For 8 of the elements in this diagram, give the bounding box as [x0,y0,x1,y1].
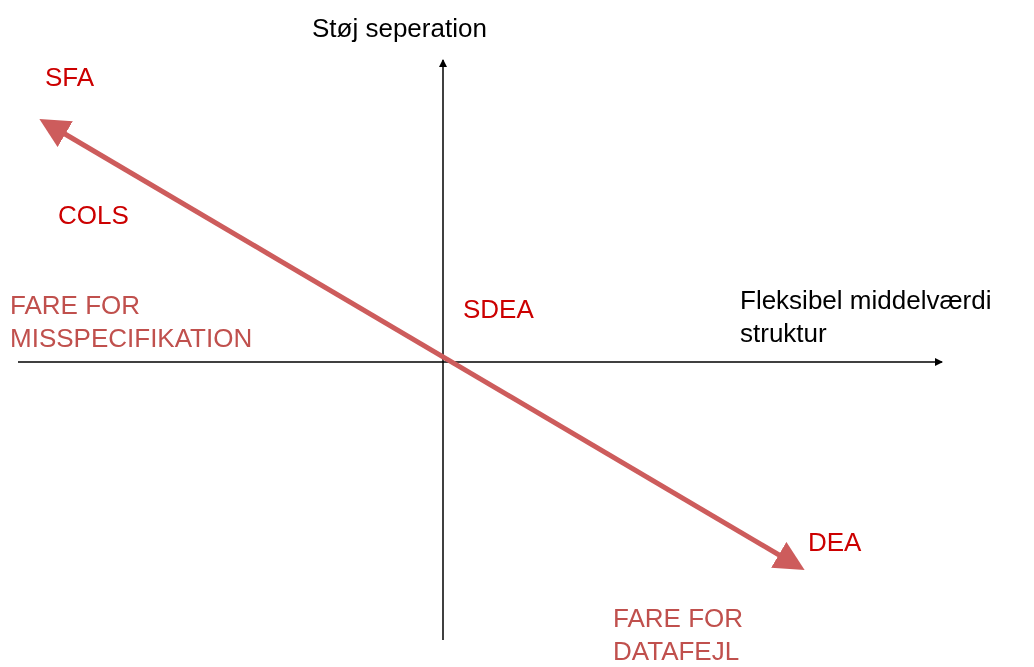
risk-label: FARE FOR DATAFEJL [613,602,744,667]
method-label: SFA [45,61,95,94]
method-label: DEA [808,526,862,559]
risk-label: FARE FOR MISSPECIFIKATION [10,289,254,355]
axis-label: Fleksibel middelværdi struktur [740,284,993,350]
method-label: SDEA [463,293,534,326]
axis-label: Støj seperation [312,12,487,45]
method-label: COLS [58,199,129,232]
